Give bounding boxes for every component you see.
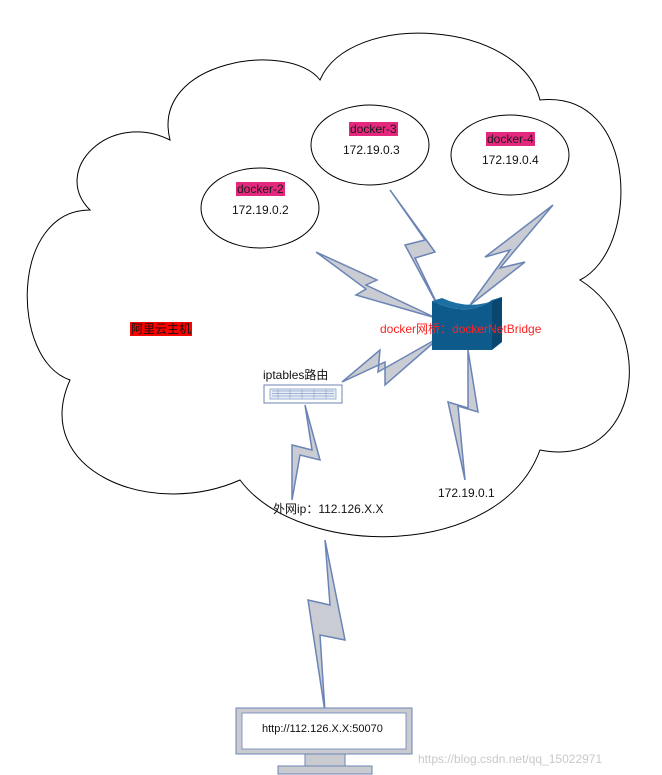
container-docker-3-node: [310, 104, 430, 186]
host-label: 阿里云主机: [130, 322, 193, 336]
client-monitor-icon: [235, 707, 413, 775]
bridge-icon: [432, 297, 502, 350]
host-cloud: [26, 32, 630, 538]
container-ip-docker-2: 172.19.0.2: [232, 203, 289, 217]
container-name-docker-3: docker-3: [349, 122, 398, 136]
external-ip-label: 外网ip：112.126.X.X: [273, 502, 384, 516]
router-icon: [263, 384, 343, 404]
router-label: iptables路由: [263, 368, 329, 382]
container-docker-2-node: [200, 167, 320, 249]
container-name-docker-4: docker-4: [486, 132, 535, 146]
watermark: https://blog.csdn.net/qq_15022971: [418, 752, 603, 766]
bridge-gateway-ip: 172.19.0.1: [438, 486, 495, 500]
link-external-client: [307, 539, 346, 713]
container-docker-4-node: [450, 114, 570, 196]
link-bridge-gateway: [446, 349, 479, 481]
client-url: http://112.126.X.X:50070: [262, 723, 383, 735]
bridge-label: docker网桥：dockerNetBridge: [380, 322, 542, 336]
container-ip-docker-3: 172.19.0.3: [343, 143, 400, 157]
container-name-docker-2: docker-2: [236, 182, 285, 196]
container-ip-docker-4: 172.19.0.4: [482, 153, 539, 167]
link-router-external: [291, 404, 322, 501]
